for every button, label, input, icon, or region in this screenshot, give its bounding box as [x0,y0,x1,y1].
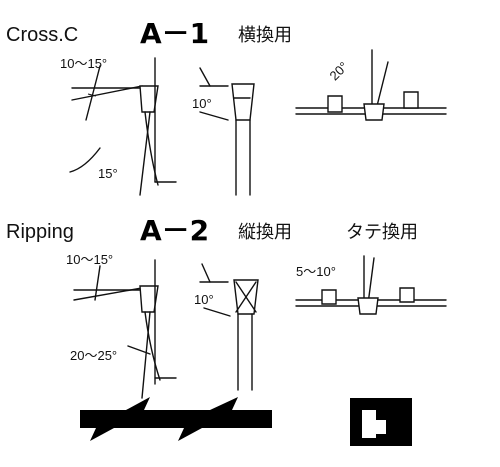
a1-top-tooth-1 [327,95,343,113]
a2-top-angle-line [367,257,375,305]
a2-front-view: 10° [194,263,259,391]
a1-hook-arrow [87,93,97,97]
a1-hook-angle-label: 10～15° [60,56,107,71]
a2-gullet-curve [144,311,161,381]
a2-top-tooth-1 [321,289,337,305]
a2-top-tooth-2 [357,297,379,315]
a1-hook-pointer [85,65,101,121]
saw-blade-silhouette [80,397,272,441]
a2-hook-angle-label: 10～15° [66,252,113,267]
a1-top-tooth-3 [403,91,419,109]
a1-code-label: A－1 [140,17,209,50]
a1-top-tooth-2 [363,103,385,121]
a2-front-tooth-cross-2 [235,281,257,313]
a2-top-tooth-3 [399,287,415,303]
a2-top-bevel-label: 5～10° [296,264,336,279]
a2-japanese-label: 縦換用 [238,222,292,243]
a1-side-profile: 10～15° 15° [60,56,177,196]
a1-top-bevel-label: 20° [327,59,352,84]
a2-bevel-angle-label: 10° [194,292,214,307]
a1-bevel-pointer [199,67,211,87]
a2-cut-type-label: Ripping [6,221,74,243]
a2-code-label: A－2 [140,214,209,247]
a1-top-angle-line [375,61,389,111]
a2-hook-line [73,287,143,301]
a2-clearance-angle-label: 20～25° [70,348,117,363]
a2-clearance-pointer [127,345,151,355]
a1-tooth-tip [139,85,159,113]
a1-cut-type-label: Cross.C [6,24,78,46]
a2-tooth-tip [139,285,159,313]
a2-top-view: 5～10° [295,255,447,315]
a1-top-view: 20° [295,49,447,121]
a2-japanese-alt-label: タテ換用 [346,222,418,243]
a1-japanese-label: 横換用 [238,25,292,46]
tooth-cross-section-icon [350,398,412,446]
a2-hook-pointer [94,265,101,301]
a2-side-profile: 10～15° 20～25° [66,252,177,399]
a1-front-tooth [231,83,255,121]
a1-body-curve [69,147,101,173]
a2-bevel-pointer [201,263,211,283]
a1-bevel-angle-label: 10° [192,96,212,111]
a1-hook-line [71,85,143,101]
a1-front-view: 10° [192,67,255,196]
a2-front-arrow [203,307,231,317]
a1-gullet-curve [144,111,159,186]
a2-tooth-back-line [141,311,151,399]
a1-clearance-angle-label: 15° [98,166,118,181]
a1-tooth-back-line [139,111,151,196]
a1-front-arrow [199,111,229,121]
